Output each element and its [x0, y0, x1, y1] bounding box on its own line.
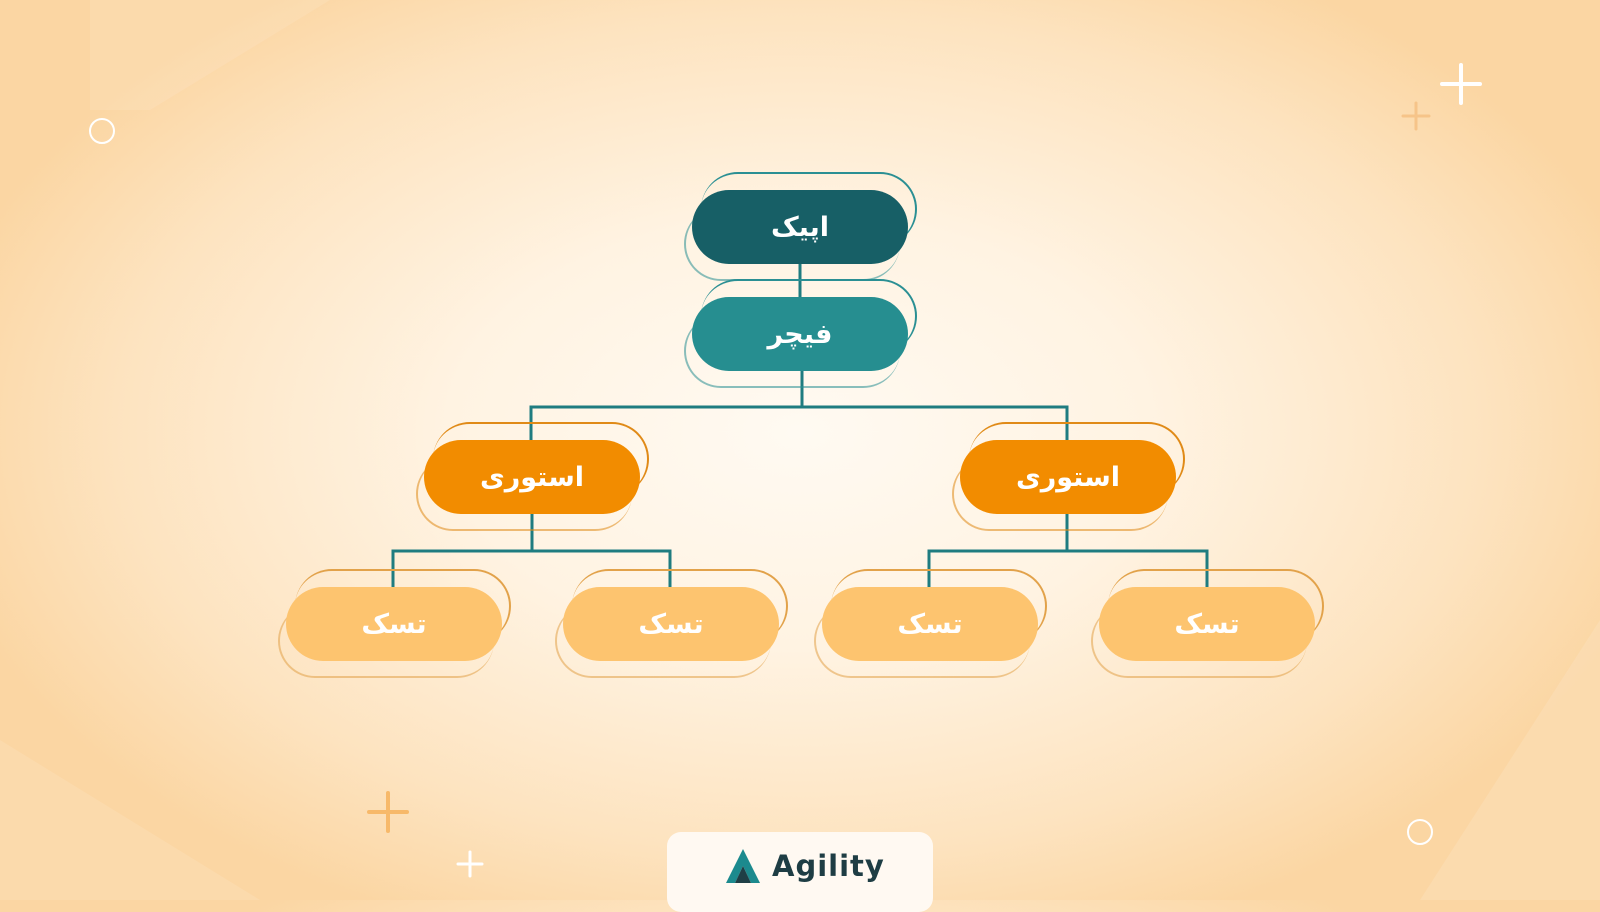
- node-outline-decoration: [701, 172, 917, 246]
- task-label: تسک: [361, 608, 427, 640]
- task-node: تسک: [1099, 587, 1315, 661]
- epic-node: اپیک: [692, 190, 908, 264]
- node-outline-decoration: [831, 569, 1047, 643]
- story-node: استوری: [424, 440, 640, 514]
- task-label: تسک: [638, 608, 704, 640]
- node-outline-decoration: [295, 569, 511, 643]
- feature-label: فیچر: [767, 318, 833, 350]
- brand-logo: Agility: [724, 842, 885, 890]
- logo-card: [667, 832, 933, 912]
- node-outline-decoration: [572, 569, 788, 643]
- node-outline-decoration: [416, 457, 632, 531]
- node-outline-decoration: [555, 604, 771, 678]
- agility-logo-icon: [726, 849, 760, 883]
- node-outline-decoration: [1108, 569, 1324, 643]
- node-outline-decoration: [814, 604, 1030, 678]
- node-outline-decoration: [1091, 604, 1307, 678]
- story-label: استوری: [1015, 461, 1121, 493]
- task-node: تسک: [822, 587, 1038, 661]
- node-outline-decoration: [684, 314, 900, 388]
- task-node: تسک: [286, 587, 502, 661]
- node-outline-decoration: [278, 604, 494, 678]
- task-node: تسک: [563, 587, 779, 661]
- node-outline-decoration: [969, 422, 1185, 496]
- task-label: تسک: [897, 608, 963, 640]
- task-label: تسک: [1174, 608, 1240, 640]
- feature-node: فیچر: [692, 297, 908, 371]
- story-node: استوری: [960, 440, 1176, 514]
- epic-label: اپیک: [770, 211, 830, 243]
- node-outline-decoration: [701, 279, 917, 353]
- brand-name: Agility: [772, 849, 885, 883]
- node-outline-decoration: [433, 422, 649, 496]
- story-label: استوری: [479, 461, 585, 493]
- node-outline-decoration: [952, 457, 1168, 531]
